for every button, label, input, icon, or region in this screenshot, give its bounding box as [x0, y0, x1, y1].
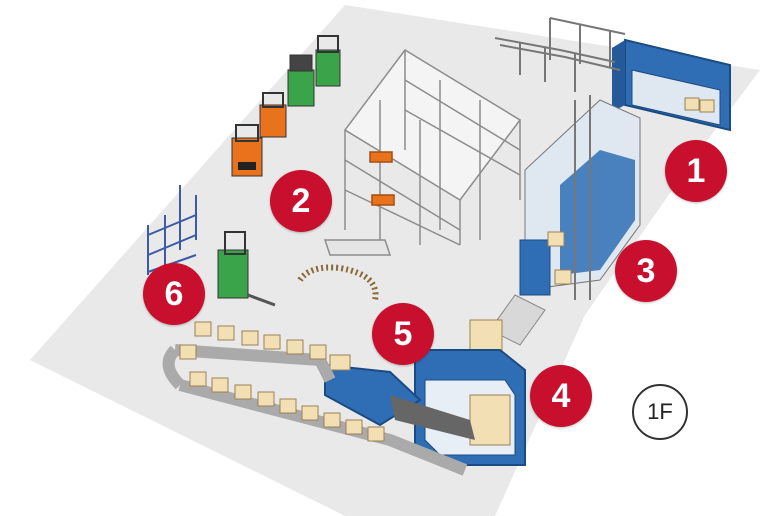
- automated-storage-zone-3: [519, 95, 641, 300]
- conveyor-boxes: [179, 321, 385, 442]
- forklift-green-2: [315, 35, 341, 87]
- reach-truck-green: [217, 231, 276, 307]
- inclined-conveyor: [489, 294, 546, 346]
- floor-level-badge: 1F: [632, 384, 688, 440]
- rack-structure-zone-2: [323, 49, 522, 256]
- zone-marker-6[interactable]: 6: [143, 263, 205, 325]
- container-zone-4: [414, 349, 526, 466]
- box-conveyor-zone-5: [162, 344, 468, 476]
- zone-marker-4[interactable]: 4: [530, 365, 592, 427]
- forklift-green-1: [287, 54, 315, 107]
- forklift-orange-1: [231, 124, 263, 177]
- curved-conveyor: [297, 264, 379, 301]
- telescopic-loader: [324, 354, 475, 440]
- overhead-conveyor: [494, 17, 626, 92]
- zone-marker-1[interactable]: 1: [665, 140, 727, 202]
- forklift-orange-2: [259, 92, 287, 138]
- container-zone-1: [612, 38, 731, 132]
- zone-marker-5[interactable]: 5: [372, 303, 434, 365]
- zone-marker-3[interactable]: 3: [615, 240, 677, 302]
- box-stack-zone-4: [469, 319, 503, 353]
- zone-marker-2[interactable]: 2: [270, 170, 332, 232]
